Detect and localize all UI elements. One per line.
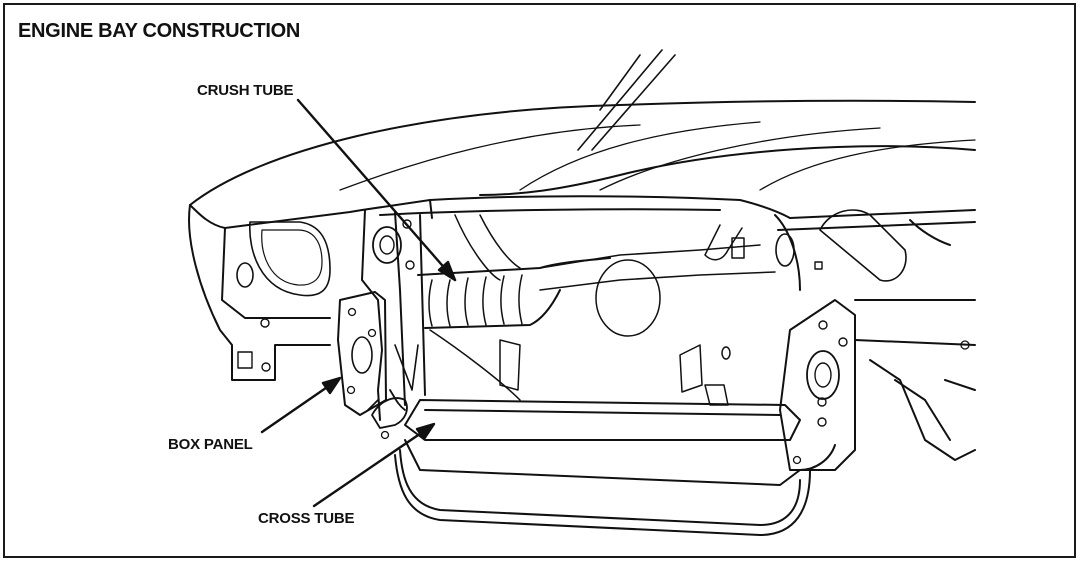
cross-tube-arrowhead [415,422,436,441]
upper-tie-bar [361,195,976,231]
cross-tube [394,399,836,536]
crush-tube-label: CRUSH TUBE [197,82,294,99]
windshield-lines [577,49,676,151]
callout-leaders [260,98,457,508]
box-panel-label: BOX PANEL [168,436,253,453]
right-fender [814,209,976,461]
crush-tube-arrowhead [437,260,457,282]
right-upright [774,214,856,471]
hood-latch [367,389,408,440]
figure-frame [3,3,1076,558]
cross-tube-leader [312,425,432,508]
inner-bay [429,214,776,406]
box-panel-leader [260,379,338,434]
left-fender [188,204,363,381]
left-upright [337,209,426,421]
crush-tube-leader [296,98,457,282]
figure-title: ENGINE BAY CONSTRUCTION [18,20,301,42]
box-panel-arrowhead [321,376,342,395]
cross-tube-label: CROSS TUBE [258,510,355,527]
hood-surface [189,99,976,206]
